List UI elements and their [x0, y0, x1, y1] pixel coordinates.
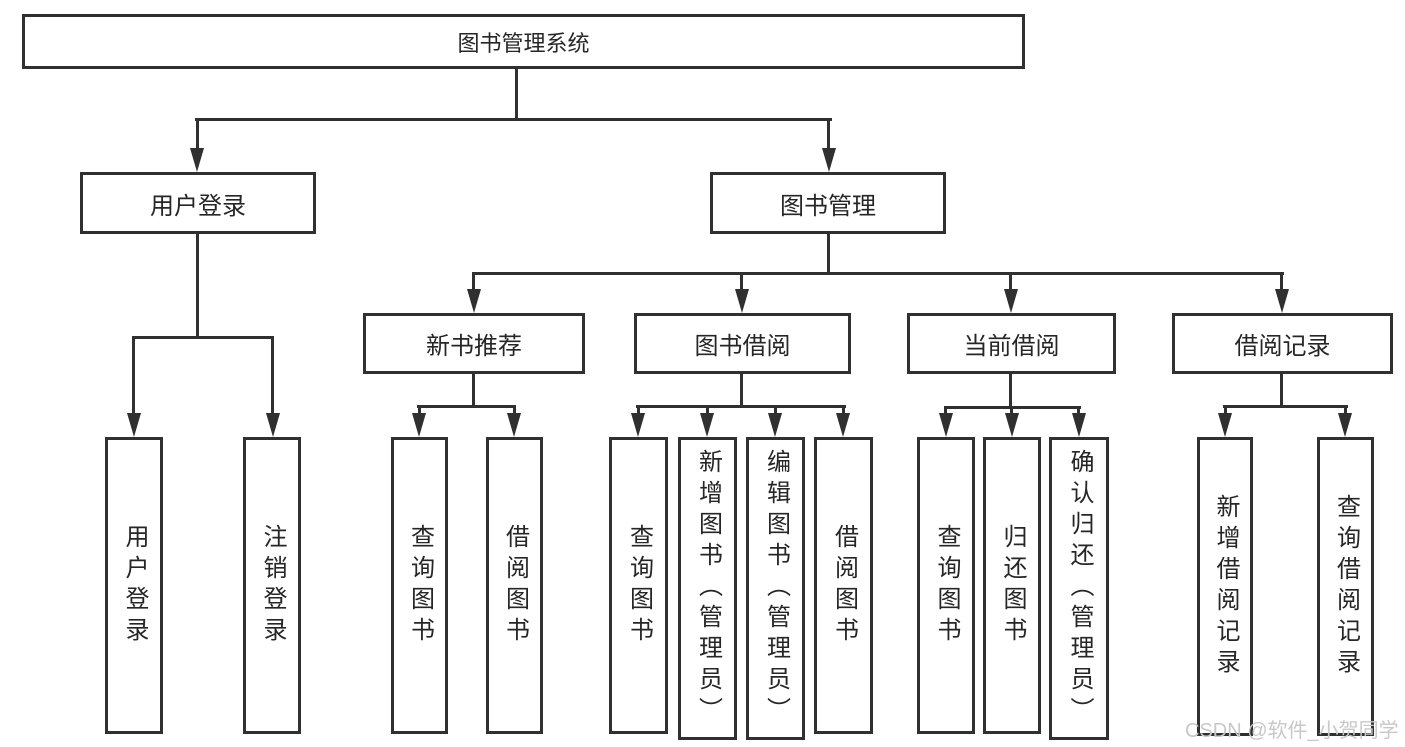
node-borrow-records: 借阅记录 — [1172, 313, 1393, 374]
edge-drop-ul-logout — [271, 339, 274, 417]
node-new-book-rec-label: 新书推荐 — [426, 333, 522, 360]
edge-current-borrow-spread — [944, 406, 1081, 409]
leaf-br-query-record-label: 查询借阅记录 — [1332, 493, 1360, 680]
edge-new-book-rec-spread — [417, 405, 516, 408]
leaf-bb-edit-books-admin: 编辑图书（管理员） — [746, 437, 805, 740]
node-book-borrow: 图书借阅 — [634, 313, 851, 374]
leaf-logout: 注销登录 — [243, 437, 301, 734]
arrow-ul-logout — [266, 413, 280, 437]
leaf-user-login: 用户登录 — [105, 437, 163, 734]
arrow-book-borrow — [735, 289, 749, 313]
edge-book-mgmt-trunk — [827, 234, 830, 272]
edge-book-borrow-spread — [636, 405, 846, 408]
node-user-login-label: 用户登录 — [150, 192, 246, 220]
arrow-cb-return — [1005, 413, 1019, 437]
edge-drop-book-mgmt — [827, 121, 830, 151]
leaf-bb-query-books-label: 查询图书 — [625, 523, 653, 648]
leaf-bb-query-books: 查询图书 — [609, 437, 668, 734]
leaf-cb-confirm-return-admin: 确认归还（管理员） — [1049, 437, 1109, 740]
node-book-mgmt: 图书管理 — [710, 172, 946, 234]
arrow-bb-query — [631, 413, 645, 437]
edge-root-trunk — [515, 69, 518, 119]
node-new-book-rec: 新书推荐 — [363, 313, 585, 374]
edge-user-login-trunk — [196, 234, 199, 336]
leaf-nb-query-books-label: 查询图书 — [406, 523, 434, 648]
edge-new-book-rec-trunk — [472, 374, 475, 405]
csdn-watermark: CSDN @软件_小贺同学 — [1185, 720, 1399, 742]
arrow-bb-edit — [768, 413, 782, 437]
leaf-cb-query-books: 查询图书 — [917, 437, 975, 734]
edge-root-spread — [195, 118, 832, 121]
arrow-cb-query — [939, 413, 953, 437]
edge-drop-borrow-records — [1280, 275, 1283, 293]
leaf-cb-query-books-label: 查询图书 — [933, 523, 960, 648]
edge-drop-new-book-rec — [472, 275, 475, 293]
node-current-borrow-label: 当前借阅 — [963, 333, 1060, 360]
edge-drop-ul-login — [132, 339, 135, 417]
leaf-nb-borrow-books-label: 借阅图书 — [501, 523, 529, 648]
arrow-borrow-records — [1275, 289, 1289, 313]
arrow-bb-borrow — [836, 413, 850, 437]
arrow-br-query — [1338, 413, 1352, 437]
edge-user-login-spread — [132, 336, 274, 339]
node-book-mgmt-label: 图书管理 — [780, 192, 876, 220]
arrow-nb-borrow — [507, 413, 521, 437]
node-borrow-records-label: 借阅记录 — [1234, 333, 1331, 360]
leaf-bb-add-books-admin-label: 新增图书（管理员） — [694, 449, 722, 728]
arrow-bb-add — [700, 413, 714, 437]
leaf-bb-add-books-admin: 新增图书（管理员） — [678, 437, 737, 740]
edge-book-mgmt-spread — [472, 272, 1284, 275]
node-user-login: 用户登录 — [80, 172, 316, 234]
leaf-bb-borrow-books-label: 借阅图书 — [830, 523, 858, 648]
arrow-nb-query — [412, 413, 426, 437]
edge-drop-user-login — [196, 121, 199, 151]
edge-current-borrow-trunk — [1009, 374, 1012, 406]
leaf-br-add-record: 新增借阅记录 — [1197, 437, 1253, 736]
leaf-cb-return-books: 归还图书 — [983, 437, 1041, 734]
node-book-borrow-label: 图书借阅 — [694, 333, 791, 360]
leaf-bb-edit-books-admin-label: 编辑图书（管理员） — [762, 449, 790, 728]
arrow-current-borrow — [1004, 289, 1018, 313]
leaf-logout-label: 注销登录 — [259, 523, 286, 648]
edge-book-borrow-trunk — [740, 374, 743, 405]
leaf-nb-borrow-books: 借阅图书 — [486, 437, 543, 734]
arrow-br-add — [1218, 413, 1232, 437]
arrow-ul-login — [127, 413, 141, 437]
arrow-book-mgmt — [822, 148, 836, 172]
leaf-user-login-label: 用户登录 — [121, 523, 148, 648]
arrow-cb-confirm — [1072, 413, 1086, 437]
edge-drop-book-borrow — [740, 275, 743, 293]
leaf-cb-return-books-label: 归还图书 — [999, 523, 1026, 648]
arrow-user-login — [190, 148, 204, 172]
edge-drop-current-borrow — [1009, 275, 1012, 293]
edge-borrow-records-trunk — [1280, 374, 1283, 405]
edge-borrow-records-spread — [1223, 405, 1348, 408]
leaf-br-add-record-label: 新增借阅记录 — [1212, 493, 1239, 680]
arrow-new-book-rec — [467, 289, 481, 313]
leaf-cb-confirm-return-admin-label: 确认归还（管理员） — [1066, 449, 1093, 728]
leaf-bb-borrow-books: 借阅图书 — [814, 437, 873, 734]
node-root-label: 图书管理系统 — [457, 30, 590, 56]
node-current-borrow: 当前借阅 — [907, 313, 1116, 374]
leaf-br-query-record: 查询借阅记录 — [1317, 437, 1374, 736]
node-root: 图书管理系统 — [22, 14, 1025, 69]
leaf-nb-query-books: 查询图书 — [391, 437, 448, 734]
